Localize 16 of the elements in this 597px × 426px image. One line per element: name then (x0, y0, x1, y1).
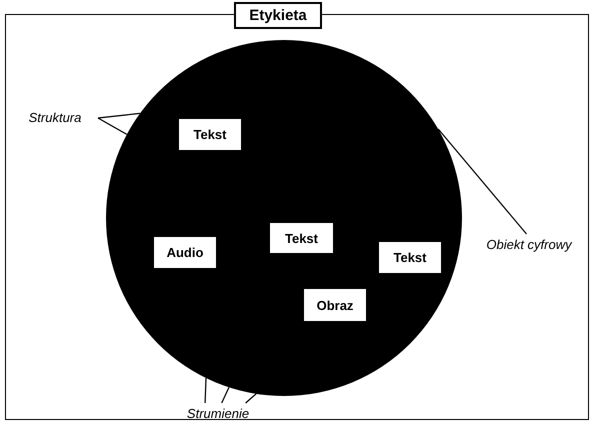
callout-text: Strumienie (172, 403, 264, 423)
text-box: Tekst (379, 242, 441, 273)
leader-line (98, 112, 140, 119)
label-tag: Etykieta (234, 2, 322, 29)
leader-line (245, 393, 257, 404)
text-box: Tekst (179, 119, 241, 150)
callout-text: Obiekt cyfrowy (466, 234, 592, 254)
circle-shape (106, 40, 462, 396)
callout-text: Struktura (12, 107, 98, 127)
leader-line (98, 117, 128, 135)
text-box: Tekst (270, 223, 333, 253)
leader-line (438, 128, 527, 234)
text-box: Audio (154, 237, 216, 268)
leader-line (204, 378, 207, 404)
leader-line (221, 387, 230, 404)
text-box: Obraz (304, 289, 366, 321)
